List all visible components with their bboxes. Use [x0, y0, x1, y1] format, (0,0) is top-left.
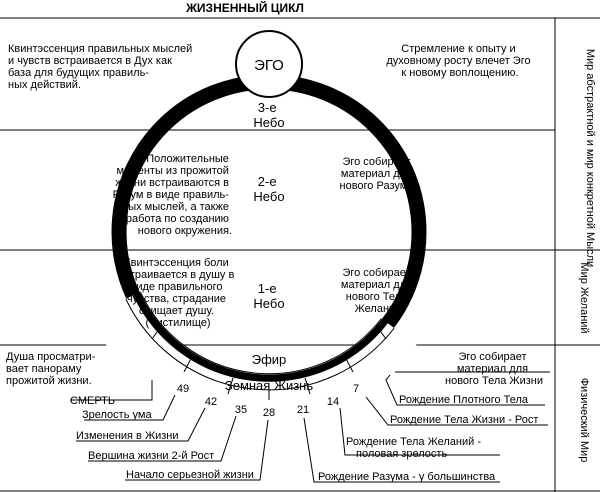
ether-label: Эфир — [252, 352, 287, 367]
life-peak-label: Вершина жизни 2-й Рост — [88, 450, 214, 462]
age-42: 42 — [205, 396, 217, 408]
zone-label-desire: Мир Желаний — [578, 262, 590, 333]
life-labels-right: Рождение Плотного Тела Рождение Тела Жиз… — [318, 394, 538, 483]
age-ticks — [151, 324, 387, 400]
death-label: СМЕРТЬ — [70, 395, 115, 407]
zone-label-abstract: Мир абстрактной и мир конкретной Мысли — [584, 49, 596, 267]
new-mind-text: Эго собирает материал для нового Разума, — [340, 156, 417, 192]
soul-text: Квинтэссенция боли встраивается в душу в… — [119, 257, 238, 329]
first-heaven-label: 1-е Небо — [253, 281, 284, 311]
second-heaven-label: 2-е Небо — [253, 174, 284, 204]
spirit-text: Квинтэссенция правильных мыслей и чувств… — [8, 43, 195, 91]
age-49: 49 — [177, 383, 189, 395]
ego-circle — [235, 30, 303, 98]
ego-label: ЭГО — [254, 57, 284, 74]
dense-body-birth-label: Рождение Плотного Тела — [399, 394, 529, 406]
zone-label-physical: Физический Мир — [578, 378, 590, 463]
zone-grid — [0, 17, 600, 492]
right-leader-lines — [303, 371, 550, 483]
third-heaven-label: 3-е Небо — [253, 100, 284, 130]
mind-birth-label: Рождение Разума - у большинства — [318, 471, 496, 483]
desire-body-birth-label: Рождение Тела Желаний - половая зрелость — [346, 436, 484, 460]
new-desire-body-text: Эго собирает материал для нового Тела Же… — [341, 267, 415, 315]
age-14: 14 — [327, 396, 339, 408]
age-28: 28 — [263, 407, 275, 419]
mind-maturity-label: Зрелость ума — [82, 409, 152, 421]
mind-text: Положительные моменты из прожитой жизни … — [113, 153, 232, 237]
serious-life-label: Начало серьезной жизни — [126, 469, 254, 481]
age-21: 21 — [297, 404, 309, 416]
life-body-birth-label: Рождение Тела Жизни - Рост — [390, 414, 538, 426]
left-leader-lines — [70, 380, 269, 481]
diagram-title: ЖИЗНЕННЫЙ ЦИКЛ — [185, 0, 304, 15]
age-numbers: 49 42 35 28 21 14 7 — [177, 383, 359, 419]
incarnation-text: Стремление к опыту и духовному росту вле… — [386, 43, 533, 79]
life-labels-left: СМЕРТЬ Зрелость ума Изменения в Жизни Ве… — [70, 395, 254, 481]
panorama-text: Душа просматри- вает панораму прожитой ж… — [6, 351, 98, 387]
age-7: 7 — [353, 383, 359, 395]
life-changes-label: Изменения в Жизни — [76, 430, 179, 442]
new-life-body-text: Эго собирает материал для нового Тела Жи… — [445, 351, 543, 387]
earth-life-label: Земная Жизнь — [225, 378, 313, 393]
age-35: 35 — [235, 404, 247, 416]
